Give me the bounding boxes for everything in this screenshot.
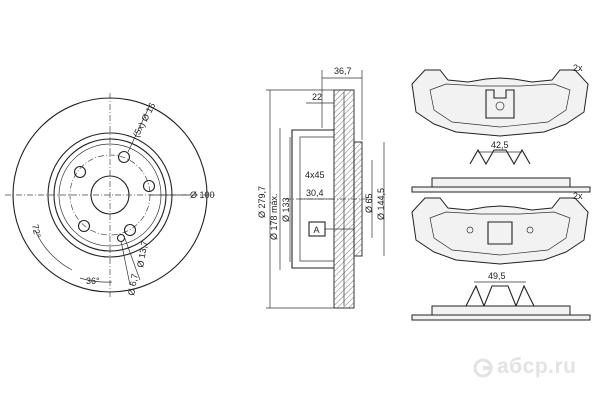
bolt-hole xyxy=(77,219,91,233)
pad-spring-clip-top xyxy=(485,89,515,119)
angle-small-label: 36° xyxy=(86,276,100,286)
pad-friction-material-bottom xyxy=(429,211,571,256)
angle-arc-large xyxy=(34,229,73,271)
datum-label: A xyxy=(314,225,320,235)
bolt-hole xyxy=(73,165,87,179)
angle-large-label: 72° xyxy=(30,223,43,239)
width-total-label: 36,7 xyxy=(334,66,352,76)
pad-side-friction-top xyxy=(411,186,591,193)
width-bottom-label: 49,5 xyxy=(488,271,506,281)
quantity-bottom-label: 2x xyxy=(573,191,583,201)
bolt-spec-label: (5x) Ø 16 xyxy=(131,101,157,139)
width-top-label: 42,5 xyxy=(491,140,509,150)
bolt-hole xyxy=(123,223,137,237)
brake-pad-bottom: 2x 49,5 xyxy=(411,191,591,321)
disc-front-view: (5x) Ø 16 Ø 100 72° 36° Ø 13,7 Ø 6,7 xyxy=(5,93,215,298)
angle-arc-small xyxy=(79,277,113,283)
diameter-max-label: Ø 178 máx. xyxy=(269,193,279,240)
chamfer-label: 4x45 xyxy=(305,170,325,180)
locating-hole xyxy=(116,233,126,243)
pad-backing-plate-top xyxy=(411,69,589,137)
diameter-hat-label: Ø 133 xyxy=(281,197,291,222)
pad-wear-sensor-top xyxy=(495,101,505,111)
hole-a-label: Ø 13,7 xyxy=(135,240,150,268)
pad-side-friction-bottom xyxy=(411,314,591,321)
pad-clip-profile-bottom xyxy=(465,284,535,308)
diameter-hub-label: Ø 144,5 xyxy=(376,188,386,220)
disc-section-view: 36,7 22 Ø 279,7 Ø 178 máx. Ø 133 4x45 30… xyxy=(257,66,386,309)
pad-side-backing-top xyxy=(431,177,571,188)
diameter-outer-label: Ø 279,7 xyxy=(257,186,267,218)
pad-side-backing-bottom xyxy=(431,305,571,316)
brake-pad-top: 2x 42,5 xyxy=(411,63,591,193)
diameter-center-label: Ø 65 xyxy=(364,193,374,213)
quantity-top-label: 2x xyxy=(573,63,583,73)
pad-backing-plate-bottom xyxy=(411,197,589,265)
bolt-hole xyxy=(142,179,156,193)
width-inner-label: 22 xyxy=(312,92,322,102)
pad-friction-material-top xyxy=(429,83,571,128)
pad-spring-clip-bottom xyxy=(487,221,513,245)
leader-bolt-spec xyxy=(127,104,151,153)
hat-profile xyxy=(291,129,334,269)
pcd-label: Ø 100 xyxy=(190,190,215,200)
bolt-holes xyxy=(73,150,156,237)
thickness-label: 30,4 xyxy=(306,188,324,198)
pad-rivet xyxy=(526,226,534,234)
bolt-hole xyxy=(117,150,131,164)
hole-b-label: Ø 6,7 xyxy=(126,273,140,296)
leader-hole-b xyxy=(120,240,131,286)
pad-rivet xyxy=(466,226,474,234)
leader-hole-a xyxy=(123,235,141,281)
watermark-text: aбcp.ru xyxy=(497,355,577,378)
watermark-logo-icon xyxy=(473,358,493,378)
